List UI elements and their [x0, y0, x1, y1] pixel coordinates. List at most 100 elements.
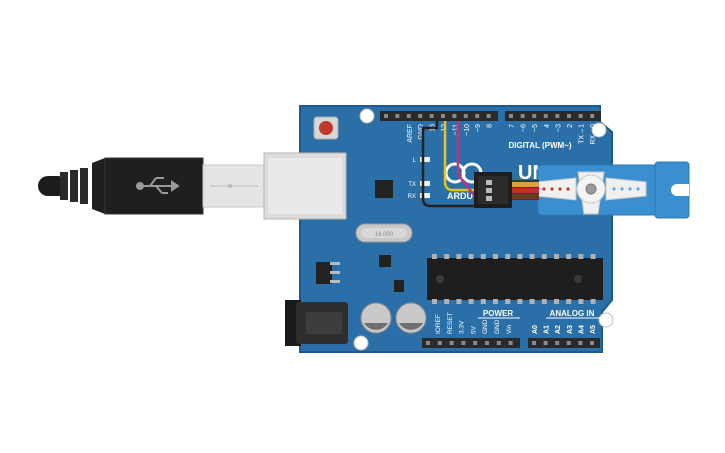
power-pin-label: RESET — [447, 312, 454, 334]
mounting-hole — [353, 335, 369, 351]
header-pin[interactable] — [384, 114, 388, 118]
header-pin[interactable] — [473, 341, 478, 345]
analog-pin-label: A4 — [578, 325, 585, 334]
led-label-l: L — [413, 158, 417, 164]
header-pin[interactable] — [418, 114, 423, 118]
header-analog — [528, 338, 600, 348]
small-chip — [379, 255, 391, 267]
header-top-left — [380, 111, 498, 121]
mounting-hole — [359, 108, 375, 124]
header-power — [422, 338, 520, 348]
header-pin[interactable] — [590, 341, 594, 345]
led-label-rx: RX — [408, 194, 416, 200]
small-chip — [394, 280, 404, 292]
header-pin[interactable] — [395, 114, 400, 118]
top-header-pins — [384, 114, 595, 118]
top-pin-label: ~11 — [452, 124, 459, 135]
header-pin[interactable] — [578, 341, 583, 345]
power-pin-label: GND — [494, 319, 501, 334]
top-pin-label: 4 — [544, 124, 551, 128]
header-pin[interactable] — [461, 341, 466, 345]
header-pin[interactable] — [509, 114, 513, 118]
top-pin-label: ~6 — [521, 124, 528, 132]
top-pin-label: GND — [418, 124, 425, 140]
header-pin[interactable] — [520, 114, 525, 118]
header-pin[interactable] — [475, 114, 480, 118]
jumper-wires[interactable] — [421, 121, 512, 208]
analog-pin-label: A5 — [590, 325, 597, 334]
header-pin[interactable] — [508, 341, 513, 345]
header-pin[interactable] — [437, 341, 442, 345]
header-pin[interactable] — [486, 114, 491, 118]
header-pin[interactable] — [590, 114, 595, 118]
power-pin-label: 5V — [470, 325, 477, 334]
analog-pin-label: A0 — [532, 325, 539, 334]
servo-connector — [474, 172, 512, 208]
power-pin-labels: IOREF RESET 3.3V 5V GND GND Vin — [435, 312, 513, 334]
header-pin[interactable] — [532, 341, 536, 345]
header-pin[interactable] — [555, 114, 560, 118]
mounting-hole — [598, 312, 614, 328]
crystal-oscillator: 16.000 — [355, 223, 413, 243]
capacitor — [395, 302, 427, 334]
top-pin-label: ~9 — [475, 124, 482, 132]
usb-chip — [375, 180, 393, 198]
top-pin-label: ~5 — [532, 124, 539, 132]
digital-header-label: DIGITAL (PWM~) — [508, 141, 571, 150]
analog-pin-labels: A0 A1 A2 A3 A4 A5 — [532, 325, 597, 334]
capacitor — [360, 302, 392, 334]
status-leds: L TX RX — [408, 157, 430, 200]
top-pin-label: 2 — [567, 124, 574, 128]
top-pin-label: 8 — [487, 124, 494, 128]
reset-button[interactable] — [313, 116, 339, 140]
analog-pin-label: A2 — [555, 325, 562, 334]
bottom-header-pins — [426, 341, 594, 345]
power-header-label: POWER — [483, 309, 513, 318]
servo-motor[interactable] — [511, 161, 690, 219]
header-pin[interactable] — [426, 341, 430, 345]
header-pin[interactable] — [543, 114, 548, 118]
header-pin[interactable] — [406, 114, 411, 118]
top-pin-label: ~10 — [464, 124, 471, 136]
power-pin-label: GND — [482, 319, 489, 334]
power-pin-label: Vin — [506, 324, 513, 334]
header-pin[interactable] — [496, 341, 501, 345]
top-pin-label: AREF — [407, 124, 414, 143]
header-pin[interactable] — [567, 114, 571, 118]
top-pin-label: ~3 — [555, 124, 562, 132]
header-pin[interactable] — [578, 114, 583, 118]
top-pin-label: 7 — [509, 124, 516, 128]
header-pin[interactable] — [441, 114, 445, 118]
header-pin[interactable] — [449, 341, 454, 345]
brand-text: ARDU — [447, 191, 473, 201]
voltage-regulator — [316, 262, 340, 284]
header-pin[interactable] — [452, 114, 457, 118]
top-pin-label: RX←0 — [590, 124, 597, 145]
power-wire[interactable] — [456, 121, 477, 199]
top-pin-label: TX→1 — [579, 124, 586, 144]
analog-header-label: ANALOG IN — [550, 309, 595, 318]
usb-cable[interactable] — [38, 157, 266, 215]
header-pin[interactable] — [463, 114, 468, 118]
header-pin[interactable] — [485, 341, 489, 345]
ground-wire[interactable] — [421, 121, 476, 208]
power-pin-label: 3.3V — [459, 320, 466, 334]
header-pin[interactable] — [566, 341, 571, 345]
led-label-tx: TX — [408, 182, 416, 188]
usb-icon — [136, 177, 180, 194]
cable-ridge — [70, 170, 78, 202]
cable-ridge — [60, 172, 68, 200]
power-jack — [285, 300, 348, 346]
crystal-label: 16.000 — [375, 232, 394, 238]
header-pin[interactable] — [429, 114, 434, 118]
analog-pin-label: A3 — [567, 325, 574, 334]
mounting-hole — [591, 122, 607, 138]
header-pin[interactable] — [532, 114, 537, 118]
header-pin[interactable] — [543, 341, 548, 345]
power-pin-label: IOREF — [435, 314, 442, 334]
signal-wire[interactable] — [443, 121, 476, 192]
header-pin[interactable] — [555, 341, 560, 345]
analog-pin-label: A1 — [544, 325, 551, 334]
header-top-right — [505, 111, 601, 121]
